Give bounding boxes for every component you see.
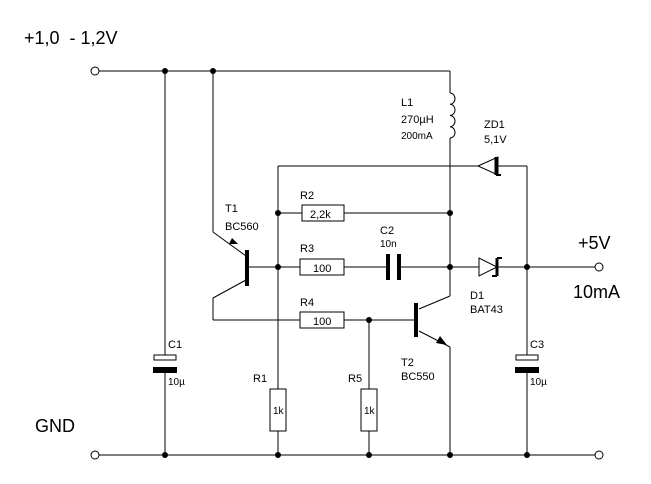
c2-ref: C2 [380,225,394,237]
r1-value: 1k [273,406,285,417]
r2-value: 2,2k [310,209,331,221]
t1-type: BC560 [225,221,259,233]
ground-terminal-right [594,450,604,460]
c2-value: 10n [380,239,397,250]
resistor-r5 [360,388,378,432]
resistor-r1 [269,388,287,432]
ground-terminal-left [90,450,100,460]
c1-value: 10µ [168,377,185,388]
r3-value: 100 [313,263,331,275]
resistor-r2 [301,204,345,222]
r3-ref: R3 [300,243,314,255]
l1-ref: L1 [401,97,413,109]
c1-ref: C1 [168,339,182,351]
ground-label: GND [35,416,75,436]
r5-value: 1k [364,406,376,417]
t2-type: BC550 [401,371,435,383]
output-terminal [594,262,604,272]
l1-rating: 200mA [401,131,433,142]
r1-ref: R1 [253,373,267,385]
zd1-value: 5,1V [484,134,507,146]
wires [99,70,597,456]
transistor-t2 [414,303,447,345]
diode-d1 [478,257,502,277]
resistor-r3 [299,258,345,276]
d1-type: BAT43 [470,304,503,316]
d1-ref: D1 [470,290,484,302]
output-voltage-label: +5V [578,233,611,253]
supply-voltage-label: +1,0 - 1,2V [24,28,118,48]
zd1-ref: ZD1 [484,119,505,131]
capacitor-c2 [386,254,401,280]
capacitor-c3 [515,354,539,373]
supply-terminal [90,66,100,76]
zener-diode-zd1 [476,156,501,176]
r5-ref: R5 [348,373,362,385]
transistor-t1 [229,238,249,286]
t2-ref: T2 [401,357,414,369]
r4-ref: R4 [300,297,314,309]
t1-ref: T1 [225,203,238,215]
output-current-label: 10mA [573,282,620,302]
c3-ref: C3 [530,339,544,351]
junctions [162,68,530,458]
r4-value: 100 [313,316,331,328]
r2-ref: R2 [300,190,314,202]
capacitor-c1 [153,354,177,373]
c3-value: 10µ [530,377,547,388]
resistor-r4 [299,311,345,329]
inductor-l1 [449,92,456,139]
l1-value: 270µH [401,114,434,126]
